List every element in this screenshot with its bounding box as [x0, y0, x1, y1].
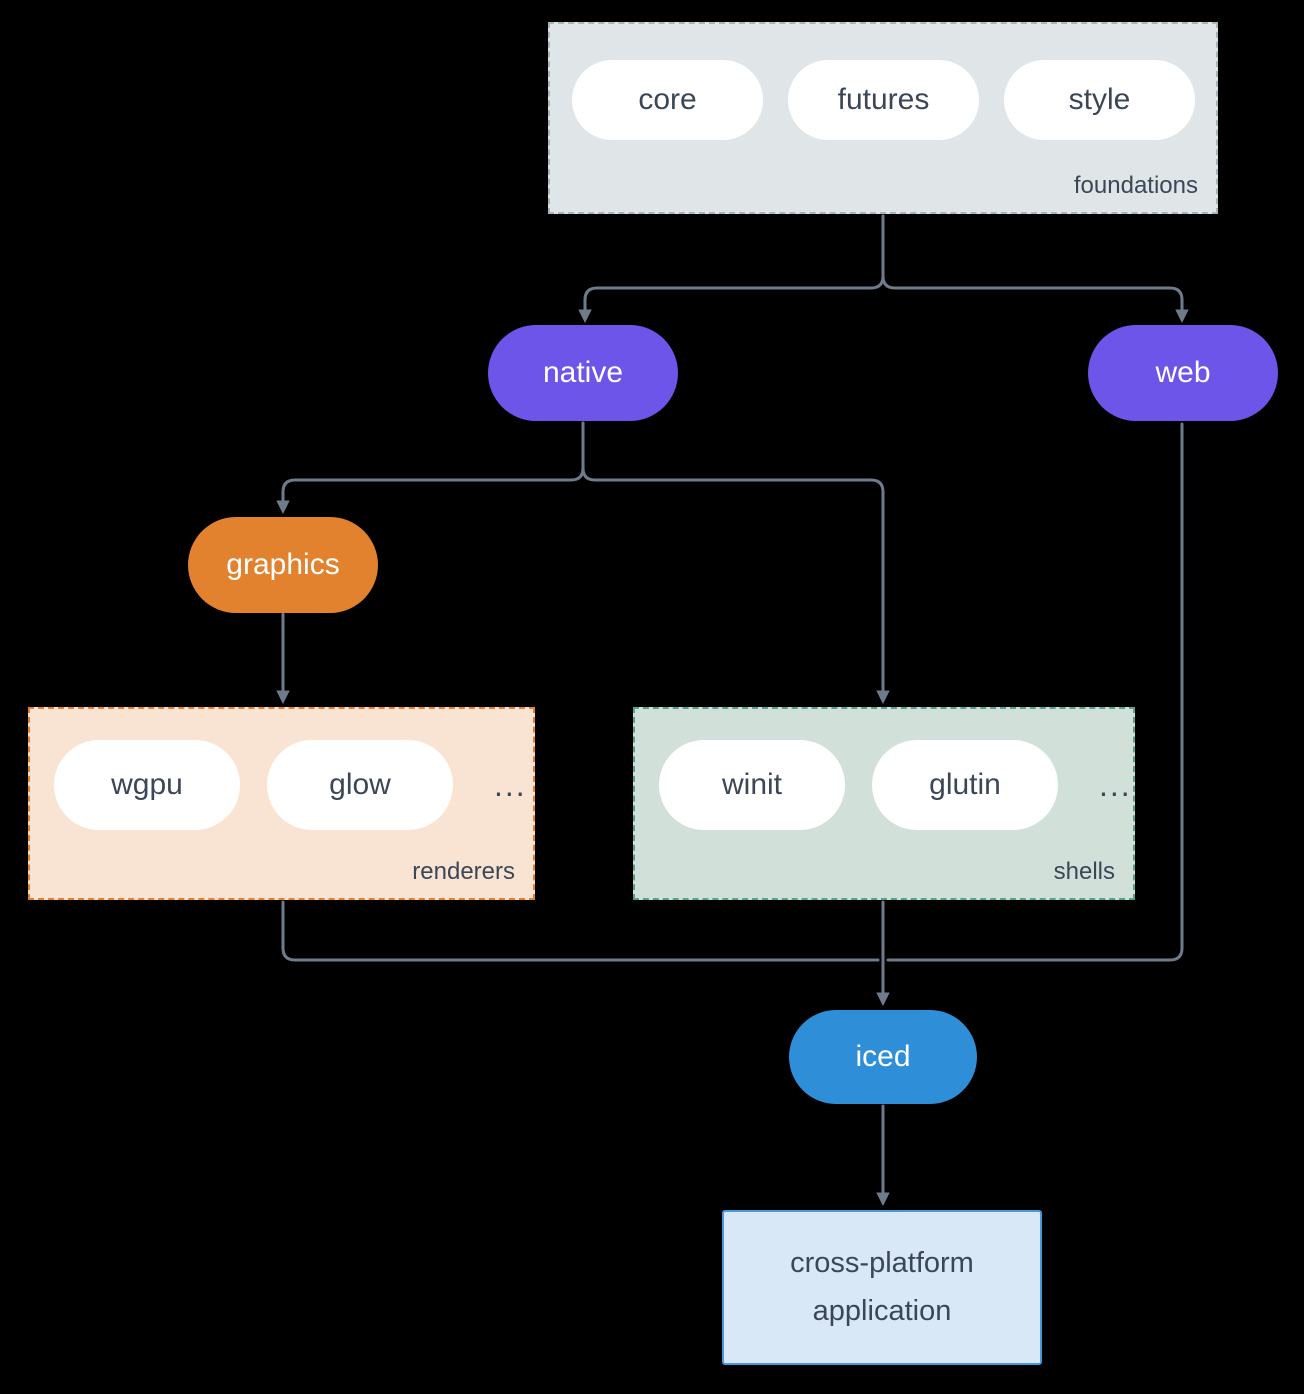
node-iced: iced [789, 1010, 977, 1104]
shells-pill-row: winit glutin ... [635, 709, 1133, 830]
arrow-native-to-shells [581, 421, 890, 705]
renderers-ellipsis: ... [494, 766, 527, 803]
node-winit: winit [659, 740, 845, 830]
node-wgpu: wgpu [54, 740, 240, 830]
arrow-native-to-graphics [276, 421, 585, 515]
foundations-pill-row: core futures style [550, 24, 1216, 140]
shells-label: shells [1053, 858, 1115, 885]
arrow-foundations-to-web [881, 214, 1189, 324]
renderers-pill-row: wgpu glow ... [30, 709, 533, 830]
node-graphics: graphics [188, 517, 378, 613]
node-glutin: glutin [872, 740, 1058, 830]
foundations-group: core futures style foundations [548, 22, 1218, 214]
node-native: native [488, 325, 678, 421]
node-style: style [1004, 60, 1195, 140]
renderers-group: wgpu glow ... renderers [28, 707, 535, 900]
application-box: cross-platform application [722, 1210, 1042, 1365]
node-core: core [572, 60, 763, 140]
node-glow: glow [267, 740, 453, 830]
renderers-label: renderers [412, 858, 515, 885]
foundations-label: foundations [1073, 172, 1198, 199]
arrow-foundations-to-native [578, 214, 885, 324]
shells-group: winit glutin ... shells [633, 707, 1135, 900]
shells-ellipsis: ... [1099, 766, 1132, 803]
line-renderers-to-junction [281, 900, 880, 962]
line-web-to-junction [886, 422, 1184, 962]
node-futures: futures [788, 60, 979, 140]
node-web: web [1088, 325, 1278, 421]
